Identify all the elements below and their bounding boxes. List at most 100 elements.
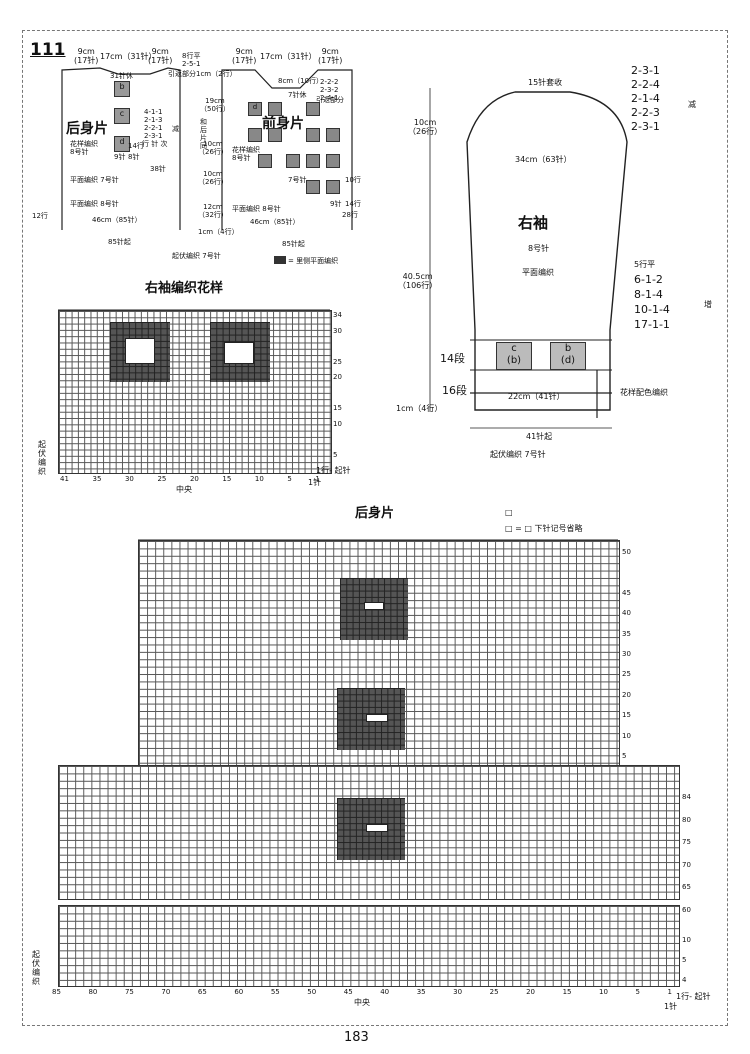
back-neck-width: 17cm（31针） [100, 52, 157, 61]
legend-swatch [274, 256, 286, 264]
back-chart-grid-ribbing [58, 905, 680, 987]
sleeve-needle: 8号针 [528, 244, 550, 253]
sleeve-motif-c: c(b) [496, 342, 532, 370]
sleeve-chart-title: 右袖编织花样 [145, 281, 224, 296]
back-st38: 38针 [150, 165, 166, 173]
back-chart-motif-1 [340, 578, 408, 640]
front-neck-width: 17cm（31针） [260, 52, 317, 61]
front-rows14: 14行 [345, 200, 361, 208]
sleeve-chart-start: 1行- 起针 [316, 466, 351, 475]
front-neck-off: 7针休 [288, 91, 307, 99]
back-motif-c: c [114, 108, 130, 124]
front-st9: 9针 [330, 200, 342, 208]
back-shoulder-right: 9cm(17针) [148, 47, 173, 65]
back-chart-center: 中央 [354, 998, 370, 1007]
back-h10: 10cm（26行） [198, 170, 228, 186]
back-ribbing: 起伏编织 7号针 [172, 252, 221, 260]
back-h1: 1cm（4行） [198, 228, 239, 236]
sleeve-chart-grid [58, 310, 332, 474]
sleeve-band16: 16段 [442, 384, 467, 397]
front-plain: 平面编织 8号针 [232, 205, 281, 213]
sleeve-length: 40.5cm（106行） [398, 272, 438, 290]
front-motif-grid: d [246, 100, 346, 205]
sleeve-chart-center: 中央 [176, 485, 192, 494]
sleeve-top-off: 15针套收 [528, 78, 563, 87]
front-neck-depth: 8cm（10行） [278, 77, 324, 85]
sleeve-chart-motif-right-hole [224, 342, 254, 364]
sleeve-colorwork: 花样配色编织 [620, 388, 668, 397]
back-chart-start: 1行- 起针 [676, 992, 711, 1001]
sleeve-upper-width: 34cm（63针） [515, 155, 572, 164]
pattern-number: 111 [30, 40, 66, 60]
sleeve-title: 右袖 [518, 214, 549, 232]
front-neck-note: 引返部分 [316, 96, 344, 104]
back-cast-on: 85针起 [108, 238, 131, 246]
back-chart-legend1: □ [505, 508, 513, 517]
back-rows12: 12行 [32, 212, 48, 220]
front-rows10: 10行 [345, 176, 361, 184]
back-armhole-off: 14行 [128, 142, 144, 150]
front-shoulder-left: 9cm(17针) [232, 47, 257, 65]
sleeve-cap-height: 10cm（26行） [408, 118, 443, 136]
back-chart-ribbing: 起伏编织 [32, 950, 40, 986]
back-neck-note: 引返部分1cm（2行） [168, 70, 237, 78]
sleeve-cast-on: 41针起 [526, 432, 553, 441]
back-armhole-dec-header: 行 针 次 [142, 140, 168, 148]
back-chart-motif-3-hole [366, 824, 388, 832]
back-motif-height: 10cm（26行） [198, 140, 228, 156]
page-number: 183 [344, 1030, 369, 1045]
front-needle7: 7号针 [288, 176, 307, 184]
back-st8: 8针 [128, 153, 140, 161]
sleeve-chart-motif-left-hole [125, 338, 155, 364]
sleeve-inc-label: 增 [704, 300, 712, 309]
front-width: 46cm（85针） [250, 218, 300, 226]
sleeve-cuff-height: 1cm（4行） [396, 404, 443, 413]
back-motif-d: d [114, 136, 130, 152]
sleeve-cap-dec-label: 减 [688, 100, 696, 109]
back-motif-b: b [114, 81, 130, 97]
back-chart-motif-2-hole [366, 714, 388, 722]
back-armhole-dec-label: 减 [172, 125, 179, 133]
back-plain2: 平面编织 8号针 [70, 200, 119, 208]
sleeve-cuff-width: 22cm（41针） [508, 392, 565, 401]
page-frame [22, 30, 728, 1026]
sleeve-band14: 14段 [440, 352, 465, 365]
back-st9: 9针 [114, 153, 126, 161]
back-chart-motif-1-hole [364, 602, 384, 610]
back-h12: 12cm（32行） [198, 203, 228, 219]
back-armhole-height: 19cm（50行） [200, 97, 230, 113]
front-cast-on: 85针起 [282, 240, 305, 248]
both-note: 和后片同 [200, 118, 207, 150]
back-plain1: 平面编织 7号针 [70, 176, 119, 184]
front-shoulder-right: 9cm(17针) [318, 47, 343, 65]
sleeve-ribbing: 起伏编织 7号针 [490, 450, 546, 459]
sleeve-motif-b: b(d) [550, 342, 586, 370]
back-chart-st1: 1针 [664, 1002, 678, 1011]
sleeve-chart-st1: 1针 [308, 478, 322, 487]
back-title: 后身片 [66, 121, 108, 137]
back-chart-motif-2 [337, 688, 405, 750]
legend-text: = 里侧平面编织 [288, 257, 339, 265]
back-width: 46cm（85针） [92, 216, 142, 224]
back-neck-off: 31针休 [110, 72, 133, 80]
back-chart-legend2: □ = □ 下针记号省略 [505, 524, 583, 533]
sleeve-inc-flat: 5行平 [634, 260, 656, 269]
back-shoulder-left: 9cm(17针) [74, 47, 99, 65]
front-rows28: 28行 [342, 211, 358, 219]
sleeve-chart-ribbing: 起伏编织 [38, 440, 46, 476]
sleeve-plain: 平面编织 [522, 268, 554, 277]
back-chart-title: 后身片 [355, 506, 395, 521]
